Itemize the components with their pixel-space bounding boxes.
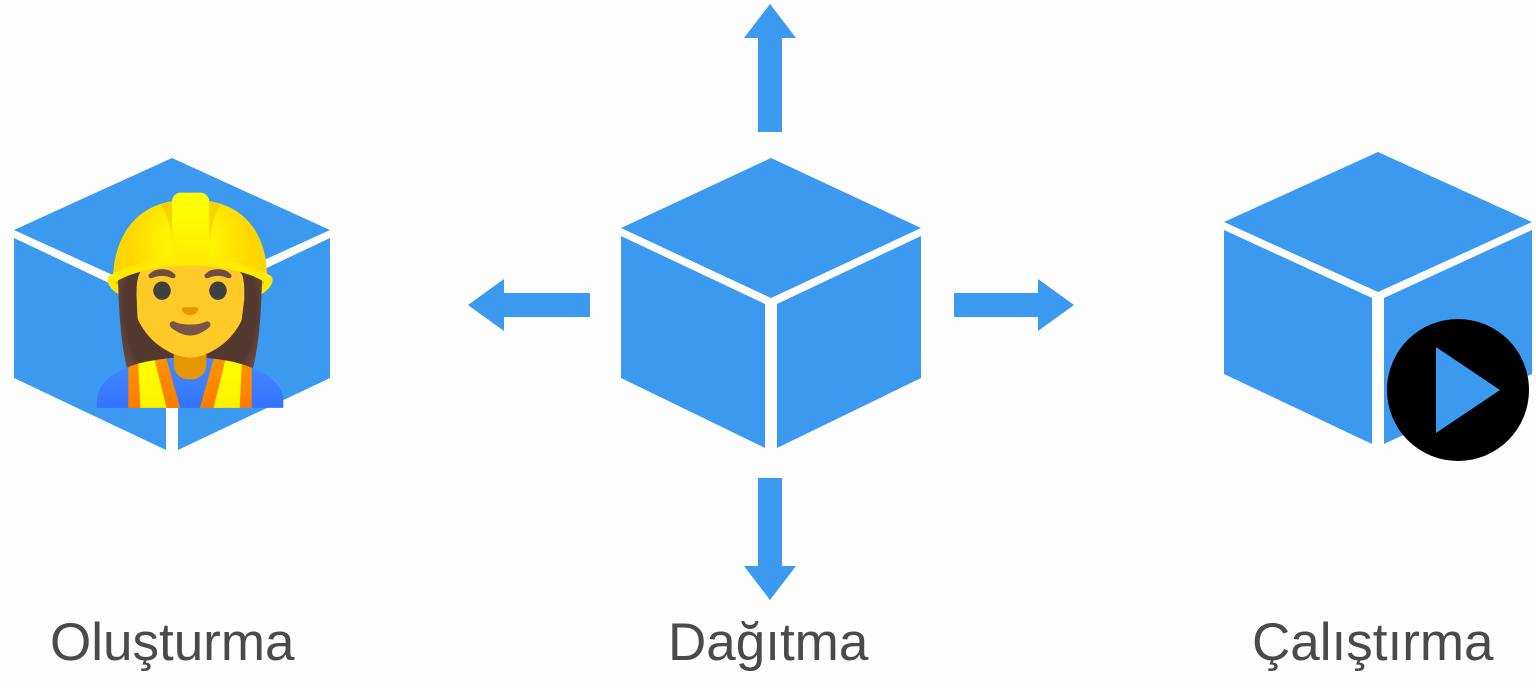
arrow-up-icon	[744, 4, 796, 132]
stage-label-build: Oluşturma	[50, 613, 295, 672]
woman-construction-worker-emoji: 👷‍♀️	[68, 186, 313, 414]
stage-label-run: Çalıştırma	[1252, 613, 1494, 672]
cube-build-left-face	[14, 238, 166, 450]
cube-ship-left-face	[621, 236, 765, 448]
stage-label-ship: Dağıtma	[668, 613, 869, 672]
arrow-left-icon	[468, 279, 590, 331]
arrow-down-icon	[744, 478, 796, 600]
cube-build-right-face	[178, 238, 330, 450]
play-button-icon[interactable]	[1387, 319, 1529, 461]
cube-run-left-face	[1224, 230, 1372, 444]
cube-build[interactable]	[14, 158, 330, 450]
cube-build-top-face	[14, 158, 330, 302]
stage-labels: Oluşturma Dağıtma Çalıştırma	[0, 612, 1536, 688]
cube-run-top-face	[1224, 152, 1532, 292]
cube-ship-top-face	[621, 158, 921, 298]
arrow-right-icon	[954, 279, 1074, 331]
cube-ship-right-face	[777, 236, 921, 448]
cube-ship[interactable]	[621, 158, 921, 448]
